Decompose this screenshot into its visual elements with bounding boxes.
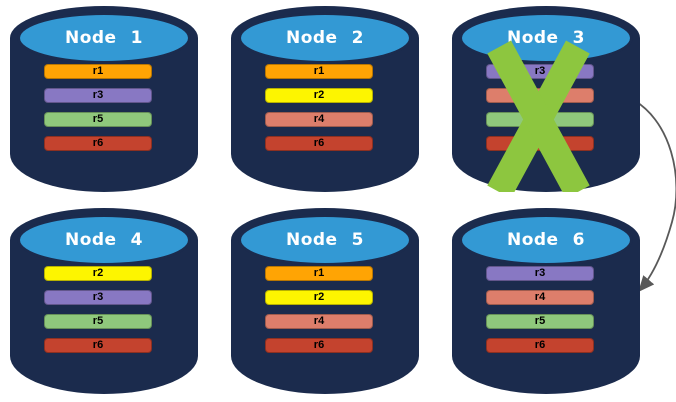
replica-label: r3 xyxy=(534,267,546,279)
replica-bar-r1: r1 xyxy=(265,64,373,79)
replica-bar-r5: r5 xyxy=(44,314,152,329)
replica-bar-r6: r6 xyxy=(44,338,152,353)
replica-label: r6 xyxy=(313,137,325,149)
replica-list: r1 r2 r4 r6 xyxy=(265,64,373,151)
database-node-1: Node 1 r1 r3 r5 r6 xyxy=(10,6,198,192)
replica-bar-r3: r3 xyxy=(44,290,152,305)
replica-label: r1 xyxy=(313,267,325,279)
replica-label: r6 xyxy=(534,339,546,351)
replica-label: r3 xyxy=(92,89,104,101)
replica-bar-r2: r2 xyxy=(44,266,152,281)
replica-bar-r6: r6 xyxy=(486,136,594,151)
database-node-5: Node 5 r1 r2 r4 r6 xyxy=(231,208,419,394)
cylinder-top-ellipse: Node 6 xyxy=(459,214,633,266)
node-title: Node 5 xyxy=(285,230,364,250)
replica-label: r4 xyxy=(534,291,546,303)
replica-bar-r3: r3 xyxy=(44,88,152,103)
replica-bar-r4: r4 xyxy=(486,88,594,103)
replica-bar-r6: r6 xyxy=(265,136,373,151)
replica-bar-r2: r2 xyxy=(265,88,373,103)
replica-label: r4 xyxy=(313,315,325,327)
replica-label: r5 xyxy=(534,315,546,327)
replica-bar-r4: r4 xyxy=(486,290,594,305)
replica-bar-r6: r6 xyxy=(265,338,373,353)
cylinder-top-ellipse: Node 4 xyxy=(17,214,191,266)
replica-bar-r4: r4 xyxy=(265,112,373,127)
replica-label: r2 xyxy=(92,267,104,279)
replica-list: r3 r4 r5 r6 xyxy=(486,64,594,151)
node-title: Node 1 xyxy=(64,28,143,48)
replica-label: r5 xyxy=(92,113,104,125)
cylinder-top-ellipse: Node 3 xyxy=(459,12,633,64)
replica-label: r5 xyxy=(534,113,546,125)
database-node-4: Node 4 r2 r3 r5 r6 xyxy=(10,208,198,394)
replica-list: r1 r3 r5 r6 xyxy=(44,64,152,151)
replica-label: r3 xyxy=(534,65,546,77)
replica-list: r2 r3 r5 r6 xyxy=(44,266,152,353)
database-node-2: Node 2 r1 r2 r4 r6 xyxy=(231,6,419,192)
node-title: Node 6 xyxy=(506,230,585,250)
replica-label: r4 xyxy=(313,113,325,125)
cylinder-top-ellipse: Node 1 xyxy=(17,12,191,64)
replica-bar-r4: r4 xyxy=(265,314,373,329)
node-title: Node 4 xyxy=(64,230,143,250)
replica-label: r1 xyxy=(92,65,104,77)
replica-bar-r3: r3 xyxy=(486,64,594,79)
replica-bar-r1: r1 xyxy=(44,64,152,79)
cylinder-top-ellipse: Node 5 xyxy=(238,214,412,266)
replica-list: r1 r2 r4 r6 xyxy=(265,266,373,353)
replica-bar-r3: r3 xyxy=(486,266,594,281)
replica-label: r6 xyxy=(92,339,104,351)
replica-label: r6 xyxy=(313,339,325,351)
database-node-3: Node 3 r3 r4 r5 r6 xyxy=(452,6,640,192)
replica-label: r4 xyxy=(534,89,546,101)
replica-bar-r5: r5 xyxy=(486,112,594,127)
replica-bar-r1: r1 xyxy=(265,266,373,281)
replica-label: r1 xyxy=(313,65,325,77)
replica-bar-r5: r5 xyxy=(44,112,152,127)
replica-label: r6 xyxy=(534,137,546,149)
cylinder-top-ellipse: Node 2 xyxy=(238,12,412,64)
replica-bar-r2: r2 xyxy=(265,290,373,305)
replica-bar-r6: r6 xyxy=(44,136,152,151)
node-title: Node 3 xyxy=(506,28,585,48)
replica-label: r5 xyxy=(92,315,104,327)
replica-label: r2 xyxy=(313,89,325,101)
replica-label: r6 xyxy=(92,137,104,149)
database-node-6: Node 6 r3 r4 r5 r6 xyxy=(452,208,640,394)
replica-label: r2 xyxy=(313,291,325,303)
replica-bar-r5: r5 xyxy=(486,314,594,329)
replica-bar-r6: r6 xyxy=(486,338,594,353)
node-title: Node 2 xyxy=(285,28,364,48)
replica-list: r3 r4 r5 r6 xyxy=(486,266,594,353)
replica-label: r3 xyxy=(92,291,104,303)
